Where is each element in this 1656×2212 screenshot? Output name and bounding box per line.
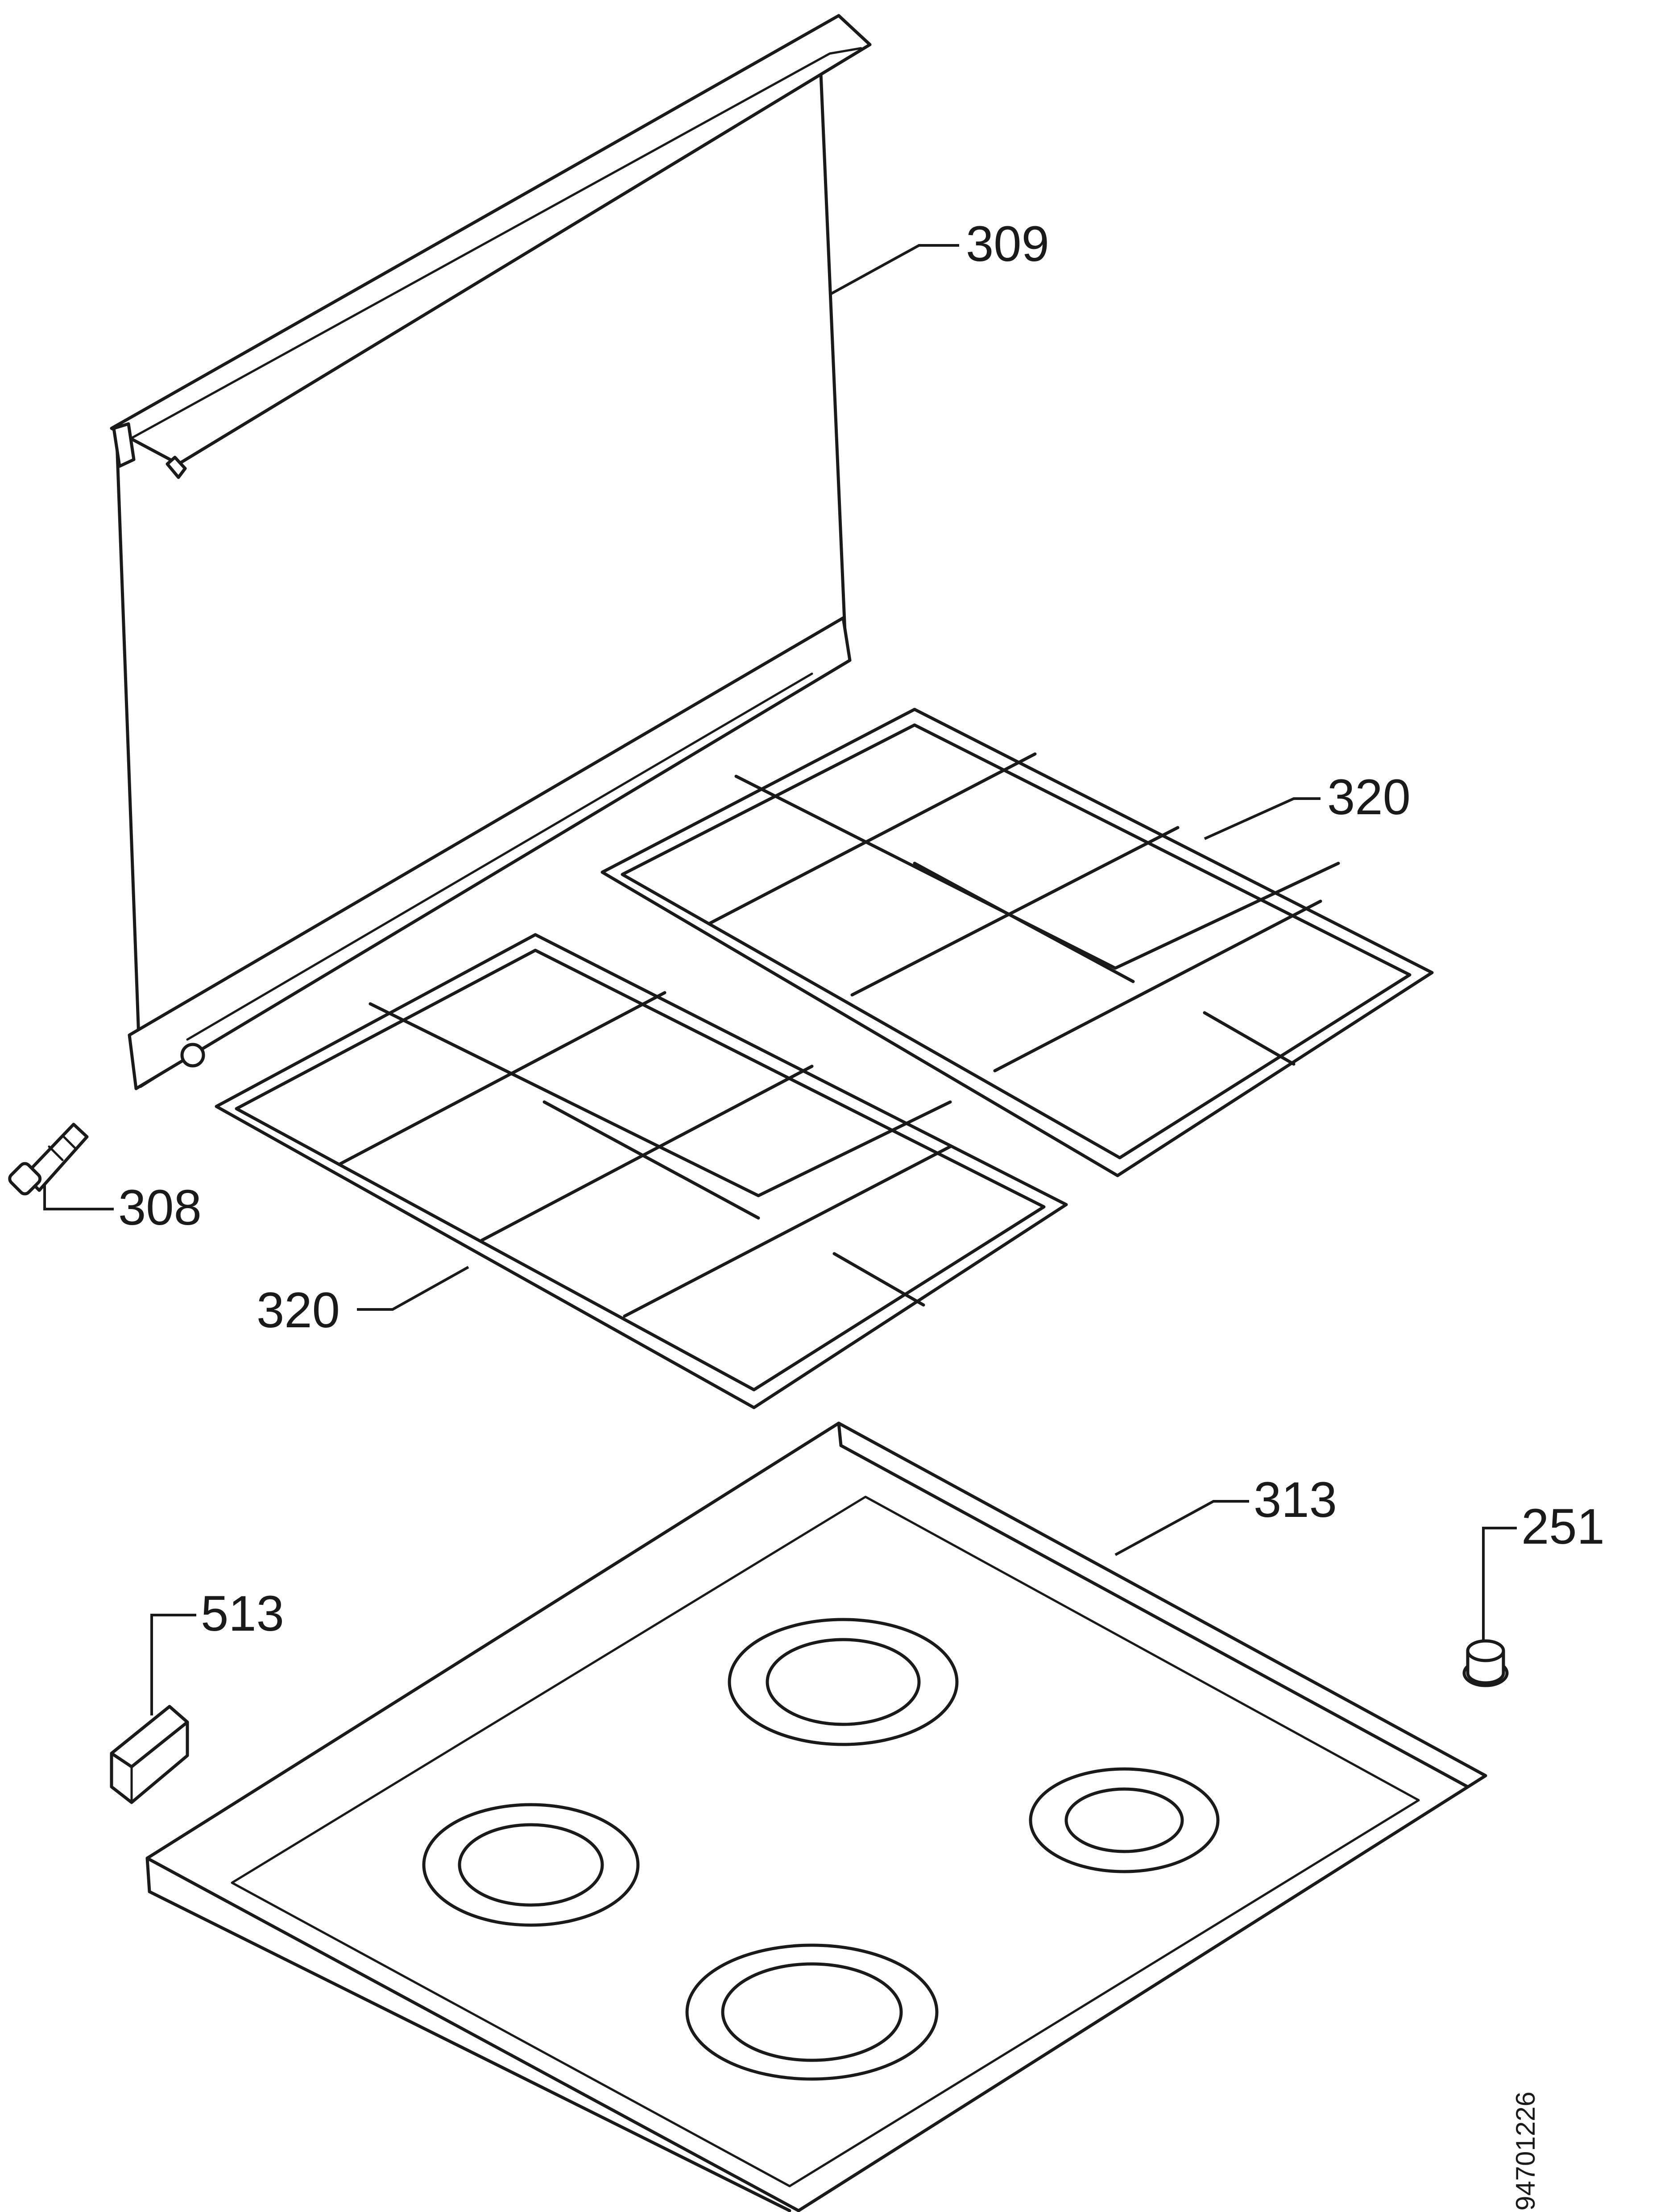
burner-openings bbox=[422, 1618, 1220, 2081]
callout-leaders bbox=[43, 244, 1517, 1715]
burner-opening-back-inner bbox=[766, 1638, 921, 1726]
screw-thread-1 bbox=[48, 1145, 64, 1161]
pan-support-part-320-right bbox=[600, 708, 1434, 1177]
pan-support-bar-a bbox=[734, 775, 1340, 970]
glass-lid-top-edge bbox=[116, 47, 862, 447]
label-320-bottom: 320 bbox=[257, 1282, 340, 1338]
hob-top-back-edge bbox=[837, 1421, 1470, 1789]
burner-opening-left bbox=[422, 1803, 640, 1927]
glass-lid-corner-left bbox=[112, 422, 136, 468]
pan-support-bar-c bbox=[850, 826, 1180, 997]
pan-support-bar-b bbox=[708, 752, 1037, 925]
pan-support-bar-d bbox=[993, 899, 1322, 1073]
burner-opening-right bbox=[1029, 1767, 1220, 1873]
pan-support-frame-inner bbox=[621, 723, 1412, 1160]
burner-opening-left-inner bbox=[458, 1823, 604, 1907]
label-309: 309 bbox=[966, 216, 1049, 272]
leader-251 bbox=[1482, 1527, 1517, 1642]
leader-308 bbox=[43, 1185, 114, 1210]
pan-support-bar-c bbox=[480, 1065, 814, 1242]
screw-thread-2 bbox=[61, 1134, 77, 1150]
document-id: 94701226 bbox=[1511, 2092, 1540, 2211]
clip-top bbox=[110, 1705, 189, 1769]
hob-top-front-edge bbox=[145, 1856, 791, 2212]
burner-opening-front bbox=[685, 1943, 939, 2081]
burner-opening-front-inner bbox=[721, 1962, 903, 2062]
pan-support-bar-e bbox=[542, 1100, 760, 1220]
pan-support-bar-b bbox=[337, 991, 667, 1166]
pan-support-part-320-left bbox=[215, 933, 1068, 1409]
label-320-top: 320 bbox=[1327, 769, 1411, 825]
pan-support-bar-a bbox=[368, 1002, 952, 1197]
cap-top bbox=[1466, 1639, 1505, 1662]
leader-320-bottom bbox=[357, 1266, 469, 1311]
label-313: 313 bbox=[1254, 1472, 1337, 1528]
hob-top-inner bbox=[231, 1495, 1420, 2187]
pan-support-bar-e bbox=[913, 862, 1135, 983]
glass-lid-bottom-bar-line bbox=[186, 672, 813, 1041]
hob-top-part-313 bbox=[145, 1421, 1487, 2212]
leader-320-top bbox=[1204, 797, 1321, 840]
pan-support-frame-inner bbox=[235, 949, 1046, 1392]
label-308: 308 bbox=[118, 1180, 202, 1235]
burner-opening-right-inner bbox=[1064, 1787, 1184, 1853]
label-513: 513 bbox=[201, 1586, 284, 1641]
clip-part-513 bbox=[110, 1705, 189, 1804]
glass-lid-corner-clip bbox=[166, 456, 187, 479]
pan-support-bar-d bbox=[623, 1145, 952, 1318]
cap-part-251 bbox=[1462, 1639, 1509, 1687]
glass-lid-part-309 bbox=[110, 14, 872, 1090]
pan-support-bar-f bbox=[832, 1252, 925, 1307]
hinge-screw-part-308 bbox=[8, 1123, 89, 1196]
hob-top-outer bbox=[145, 1421, 1487, 2212]
burner-opening-back bbox=[728, 1618, 959, 1746]
screw-head bbox=[8, 1162, 42, 1196]
glass-lid-hinge-pin bbox=[180, 1043, 205, 1068]
glass-lid-bottom-hinge-bar bbox=[128, 616, 852, 1090]
leader-309 bbox=[829, 244, 959, 296]
leader-513 bbox=[150, 1614, 196, 1715]
leader-313 bbox=[1114, 1500, 1249, 1556]
label-251: 251 bbox=[1521, 1499, 1605, 1554]
pan-support-bar-f bbox=[1203, 1011, 1296, 1066]
